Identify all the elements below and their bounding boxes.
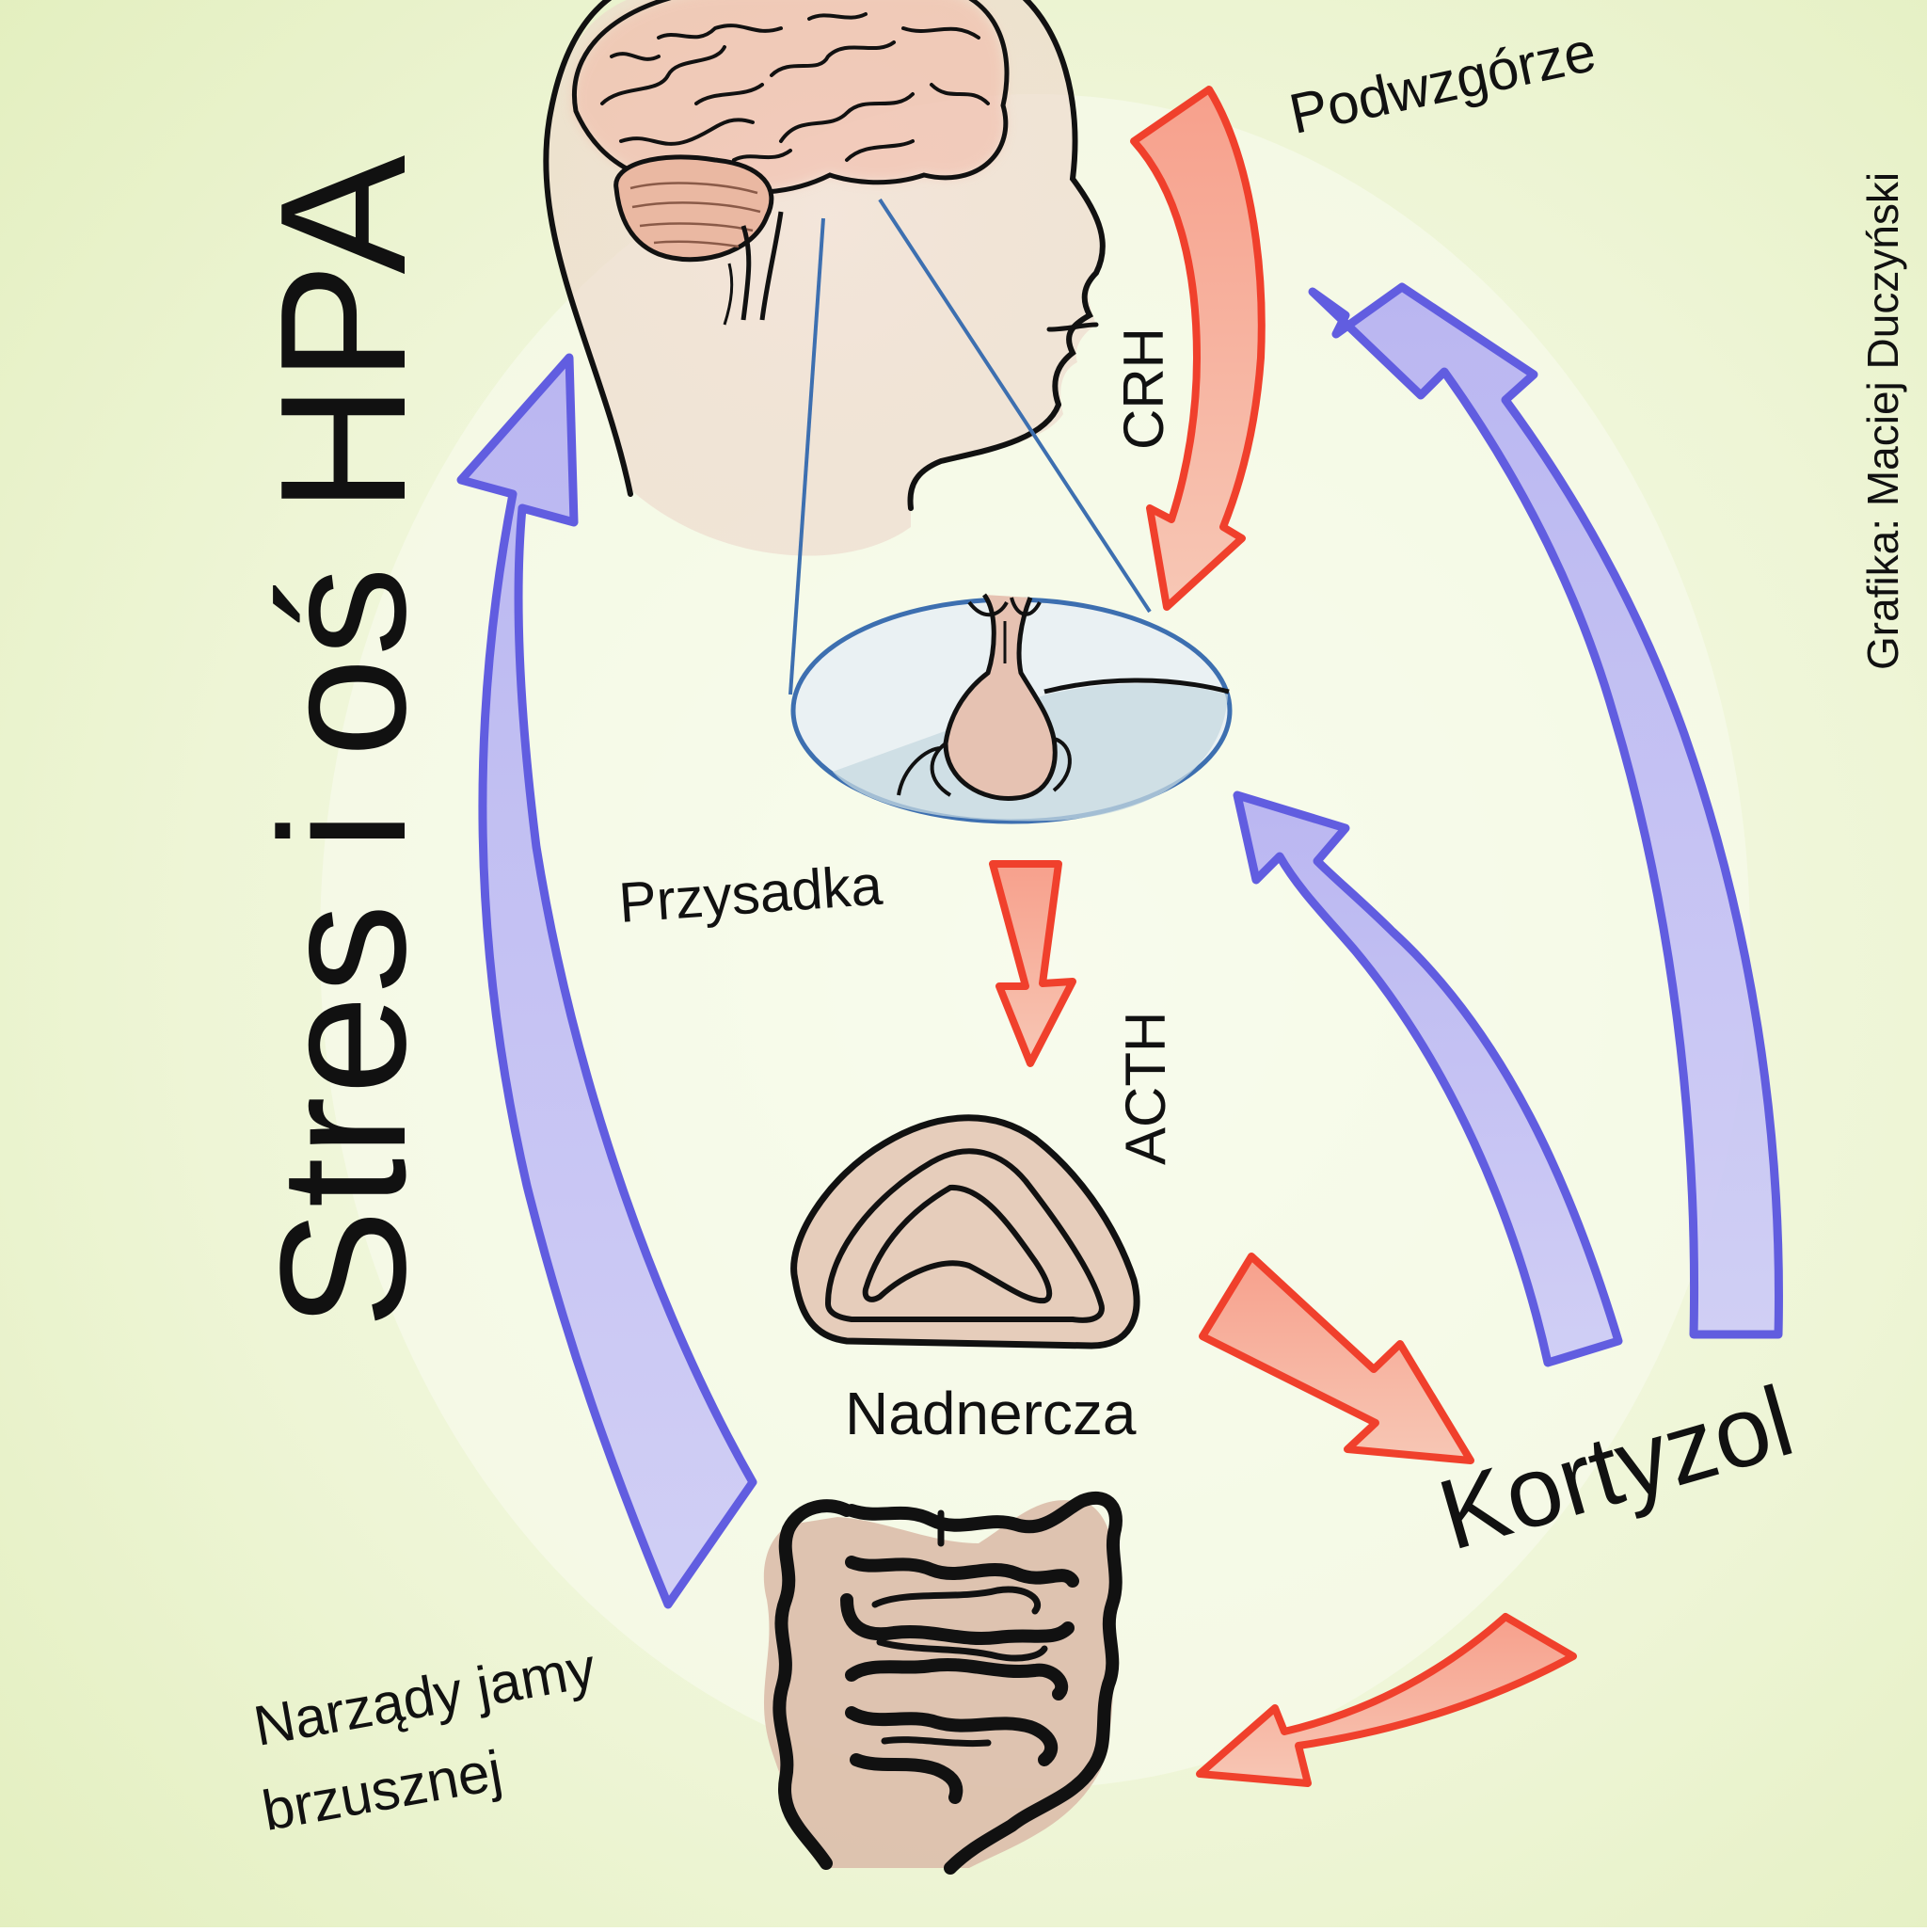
label-acth: ACTH <box>1118 1012 1174 1165</box>
label-adrenal: Nadnercza <box>845 1383 1137 1444</box>
intestines-illustration <box>764 1498 1116 1868</box>
graphic-credit: Grafika: Maciej Duczyński <box>1861 172 1904 670</box>
diagram-title: Stres i oś HPA <box>254 153 433 1329</box>
label-crh: CRH <box>1116 327 1172 450</box>
pituitary-illustration <box>793 595 1230 822</box>
